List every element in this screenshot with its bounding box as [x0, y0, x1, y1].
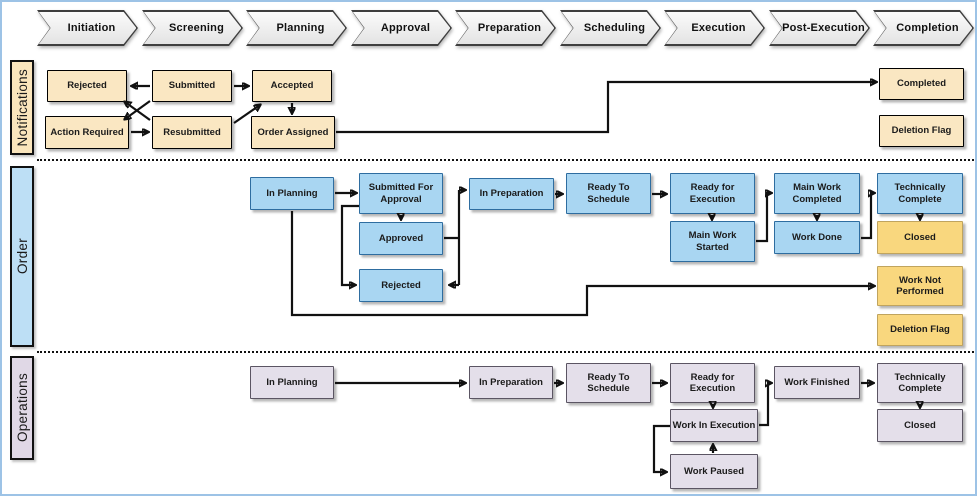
lane-label-text: Notifications — [14, 68, 30, 147]
chevron-fill — [771, 12, 869, 45]
state-box-notif-accepted: Accepted — [252, 70, 332, 102]
phase-label: Scheduling — [583, 22, 646, 34]
state-box-order-approved: Approved — [359, 222, 443, 255]
edge-order-assigned-completed — [336, 82, 876, 134]
lane-label-operations: Operations — [10, 356, 34, 460]
edge-approved-riser — [444, 190, 461, 285]
state-box-notif-order-assigned: Order Assigned — [251, 116, 335, 149]
phase-chevron-approval: Approval — [351, 10, 452, 46]
phase-chevron-execution: Execution — [664, 10, 765, 46]
lane-label-text: Order — [14, 238, 30, 275]
state-box-notif-submitted: Submitted — [152, 70, 232, 102]
state-box-order-in-planning: In Planning — [250, 177, 334, 210]
lane-separator-bottom — [37, 351, 974, 353]
state-box-ops-in-planning: In Planning — [250, 366, 334, 399]
lane-separator-top — [37, 159, 974, 161]
state-box-ops-in-preparation: In Preparation — [469, 366, 553, 399]
chevron-fill — [666, 12, 764, 45]
edge-mws-main-work-completed — [756, 193, 771, 243]
edge-ops-work-in-execution-work-paused — [652, 424, 670, 472]
state-box-ops-work-paused: Work Paused — [670, 454, 758, 489]
state-box-order-ready-for-execution: Ready for Execution — [670, 173, 755, 214]
state-box-order-rejected: Rejected — [359, 269, 443, 302]
state-box-order-work-not-performed: Work Not Performed — [877, 266, 963, 306]
state-box-order-deletion-flag: Deletion Flag — [877, 314, 963, 346]
state-box-order-submitted-for-approval: Submitted For Approval — [359, 173, 443, 214]
chevron-fill — [562, 12, 660, 45]
state-box-notif-rejected: Rejected — [47, 70, 127, 102]
phase-label: Planning — [276, 22, 325, 34]
state-box-ops-closed: Closed — [877, 409, 963, 442]
phase-label: Screening — [169, 22, 224, 34]
phase-chevron-completion: Completion — [873, 10, 974, 46]
phase-chevron-preparation: Preparation — [455, 10, 556, 46]
phase-label: Initiation — [67, 22, 116, 34]
state-box-order-technically-complete: Technically Complete — [877, 173, 963, 214]
edge-ops-wie-work-finished — [759, 383, 771, 427]
state-box-ops-ready-to-schedule: Ready To Schedule — [566, 363, 651, 403]
chevron-fill — [248, 12, 346, 45]
phase-chevron-initiation: Initiation — [37, 10, 138, 46]
edge-work-done-technically-complete — [861, 193, 874, 240]
state-box-order-ready-to-schedule: Ready To Schedule — [566, 173, 651, 214]
chevron-fill — [875, 12, 973, 45]
state-box-ops-technically-complete: Technically Complete — [877, 363, 963, 403]
lane-label-order: Order — [10, 166, 34, 347]
state-box-ops-ready-for-execution: Ready for Execution — [670, 363, 755, 403]
state-box-ops-work-in-execution: Work In Execution — [670, 409, 758, 442]
phase-label: Preparation — [477, 22, 542, 34]
chevron-fill — [144, 12, 242, 45]
state-box-order-work-done: Work Done — [774, 221, 860, 254]
state-box-notif-deletion-flag: Deletion Flag — [879, 115, 964, 147]
state-box-order-main-work-completed: Main Work Completed — [774, 173, 860, 214]
lane-label-notifications: Notifications — [10, 60, 34, 155]
phase-label: Completion — [896, 22, 959, 34]
state-box-order-in-preparation: In Preparation — [469, 178, 554, 210]
phase-label: Execution — [691, 22, 746, 34]
chevron-fill — [457, 12, 555, 45]
chevron-fill — [39, 12, 137, 45]
lane-label-text: Operations — [14, 373, 30, 443]
phase-chevron-post-execution: Post-Execution — [769, 10, 870, 46]
phase-chevron-scheduling: Scheduling — [560, 10, 661, 46]
state-box-order-closed: Closed — [877, 221, 963, 254]
phase-chevron-planning: Planning — [246, 10, 347, 46]
edge-sfa-rejected — [340, 204, 359, 285]
phase-label: Approval — [380, 22, 431, 34]
state-box-notif-completed: Completed — [879, 68, 964, 100]
state-box-order-main-work-started: Main Work Started — [670, 221, 755, 262]
chevron-fill — [353, 12, 451, 45]
phase-label: Post-Execution — [782, 22, 865, 34]
state-box-notif-resubmitted: Resubmitted — [152, 116, 232, 149]
phase-chevron-screening: Screening — [142, 10, 243, 46]
state-box-ops-work-finished: Work Finished — [774, 366, 860, 399]
state-box-notif-action-required: Action Required — [45, 116, 129, 149]
